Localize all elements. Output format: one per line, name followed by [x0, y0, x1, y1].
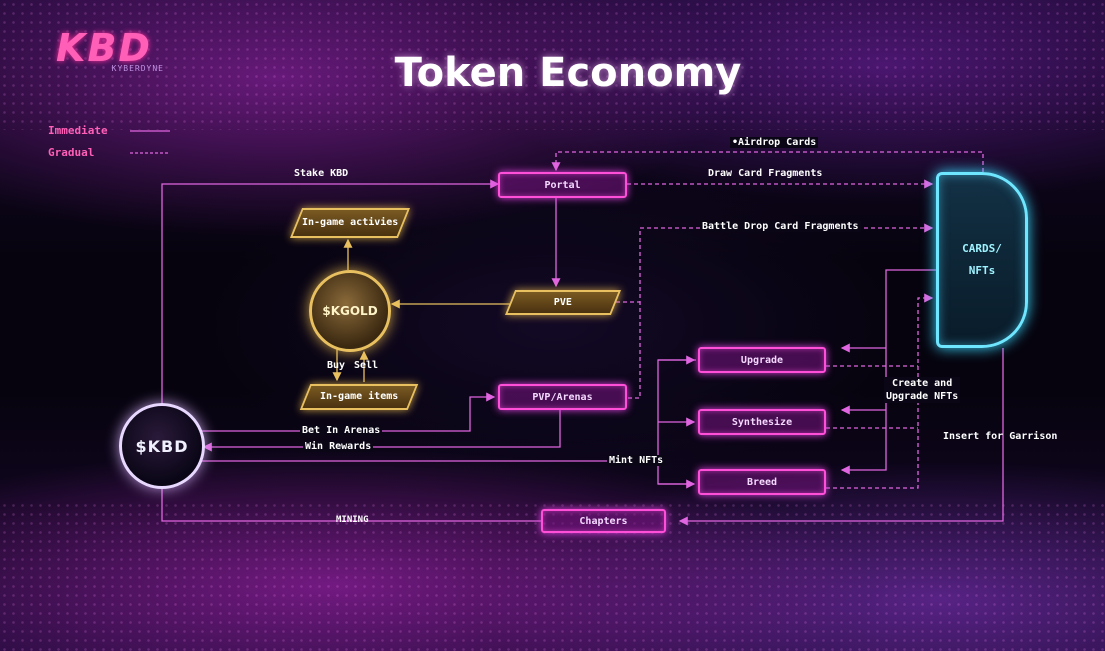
kyberdyne-logo: KBD KYBERDYNE — [44, 26, 164, 78]
node-chapters: Chapters — [541, 509, 666, 533]
edge-mining — [161, 483, 541, 522]
edge-stake-kbd — [161, 179, 500, 403]
logo-subtitle: KYBERDYNE — [111, 64, 164, 73]
edge-battle-drop-pve — [616, 223, 934, 303]
edge-battle-drop-pvp — [628, 302, 641, 399]
label-create-upgrade-nfts: Create and Upgrade NFTs — [884, 377, 961, 403]
label-airdrop-cards: •Airdrop Cards — [730, 137, 819, 148]
logo-mark: KBD — [56, 26, 152, 70]
node-ingame-items-label: In-game items — [319, 391, 399, 402]
label-stake-kbd: Stake KBD — [294, 168, 349, 179]
node-cards-nfts: CARDS/ NFTs — [936, 172, 1028, 348]
legend-gradual: Gradual — [48, 146, 95, 159]
label-bet-in-arenas: Bet In Arenas — [300, 425, 383, 436]
label-buy: Buy — [327, 360, 346, 371]
label-draw-card-fragments: Draw Card Fragments — [708, 168, 823, 179]
node-synthesize: Synthesize — [698, 409, 826, 435]
node-pve-label: PVE — [553, 296, 573, 308]
edge-insert-garrison — [678, 348, 1004, 526]
edge-breed-cards — [826, 293, 934, 489]
label-mining: MINING — [336, 515, 369, 525]
label-insert-garrison: Insert for Garrison — [943, 431, 1058, 442]
edge-cards-breed — [840, 269, 936, 475]
label-win-rewards: Win Rewards — [303, 441, 374, 452]
node-ingame-items: In-game items — [299, 384, 419, 410]
background-grid-top — [0, 0, 1105, 130]
label-mint-nfts: Mint NFTs — [607, 455, 666, 466]
node-ingame-activities: In-game activies — [289, 208, 411, 238]
node-portal: Portal — [498, 172, 627, 198]
node-breed: Breed — [698, 469, 826, 495]
node-upgrade: Upgrade — [698, 347, 826, 373]
node-pvp-arenas: PVP/Arenas — [498, 384, 627, 410]
node-kbd-coin: $KBD — [119, 403, 205, 489]
page-title: Token Economy — [394, 50, 742, 96]
label-battle-drop: Battle Drop Card Fragments — [700, 221, 861, 232]
node-pve: PVE — [504, 290, 622, 315]
node-kgold-coin: $KGOLD — [309, 270, 391, 352]
label-sell: Sell — [354, 360, 379, 371]
legend-immediate: Immediate — [48, 124, 108, 137]
node-ingame-activities-label: In-game activies — [301, 217, 399, 228]
node-cards-label: CARDS/ NFTs — [962, 242, 1002, 277]
edge-airdrop-cards — [551, 151, 984, 172]
